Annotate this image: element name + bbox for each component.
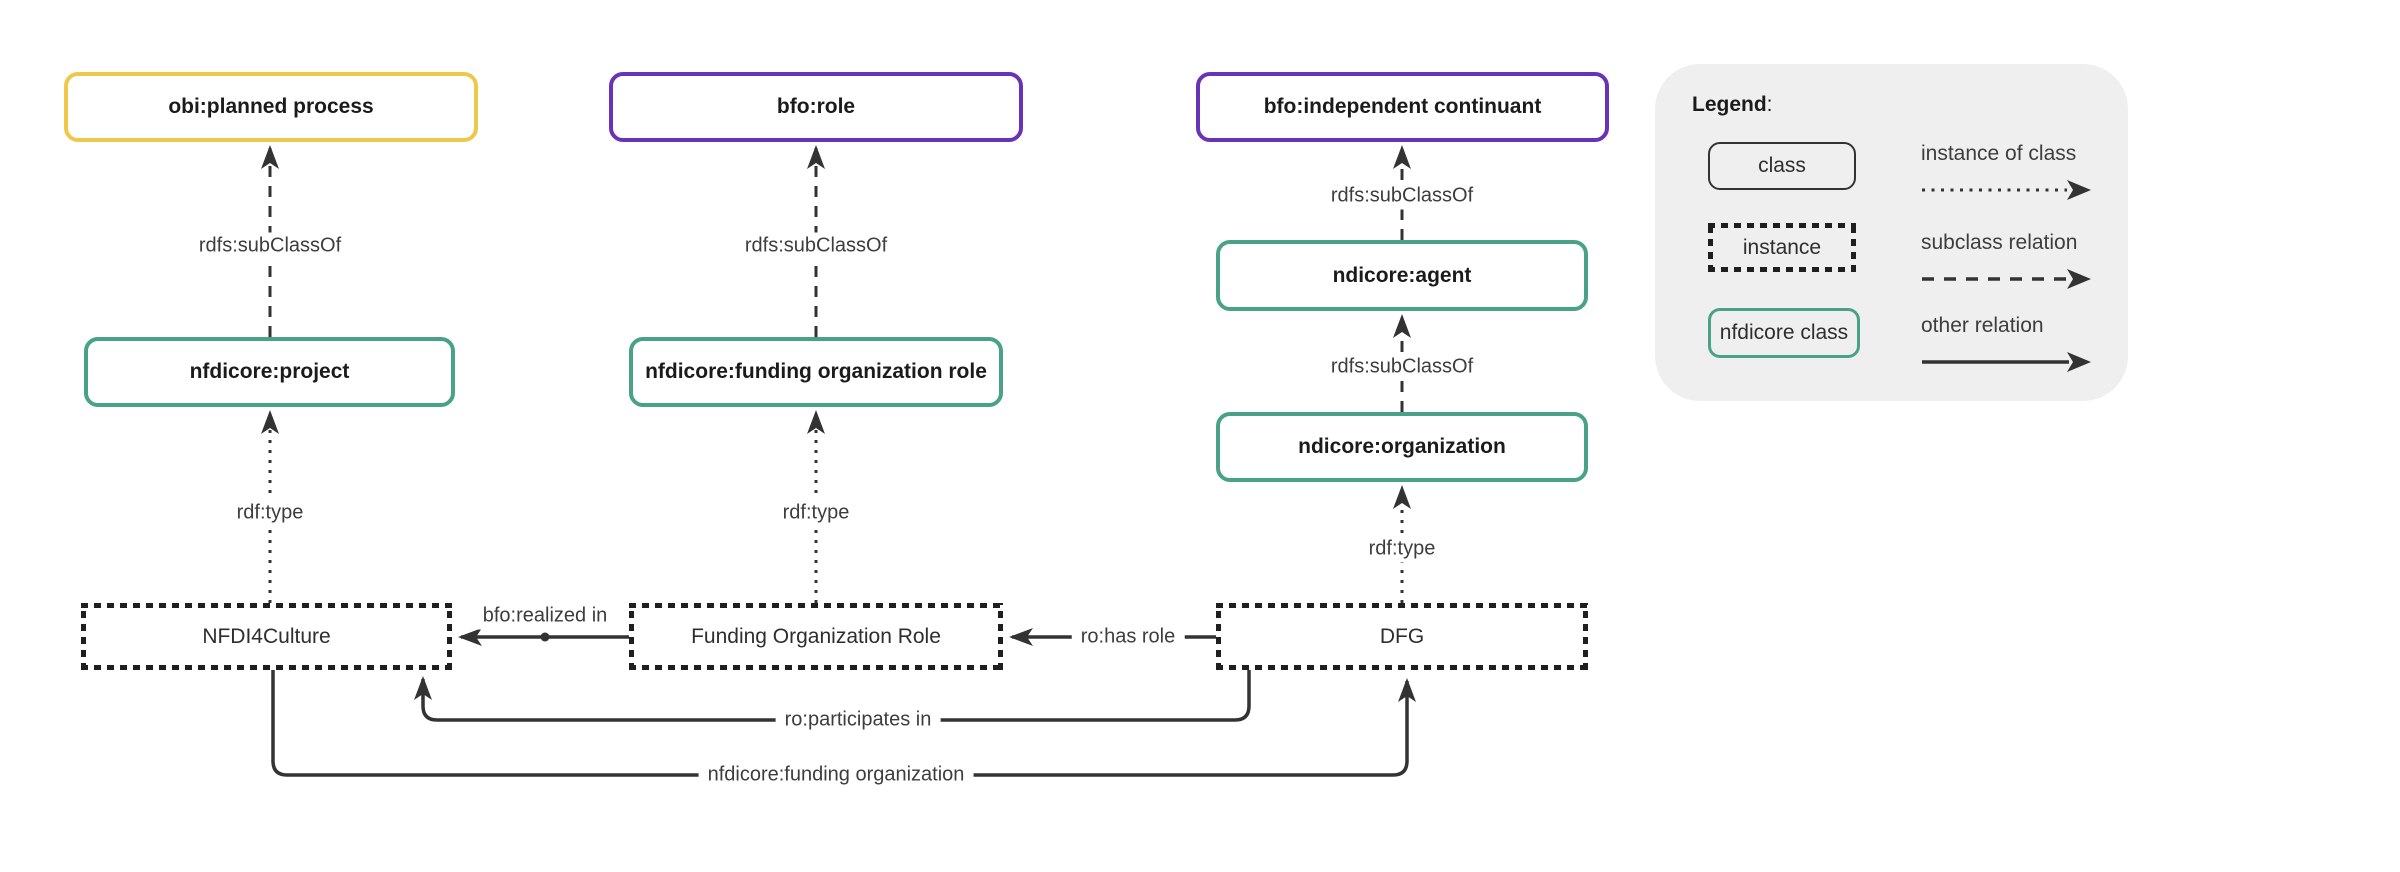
legend-instance-sample: instance	[1708, 223, 1856, 272]
legend-class-sample: class	[1708, 142, 1856, 190]
node-label: bfo:independent continuant	[1263, 95, 1542, 118]
edge-midpoint-dot	[540, 632, 550, 642]
edge-label-ro-has-role: ro:has role	[1071, 623, 1185, 651]
legend-title-colon: :	[1766, 93, 1773, 116]
edge-label-rdftype: rdf:type	[1359, 535, 1445, 563]
node-label: bfo:role	[776, 95, 856, 118]
node-label: ndicore:organization	[1298, 435, 1506, 458]
node-bfo-independent-continuant: bfo:independent continuant	[1196, 72, 1609, 142]
node-funding-organization-role-instance: Funding Organization Role	[629, 603, 1003, 670]
edge-label-ro-participates-in: ro:participates in	[775, 706, 941, 734]
legend-other-relation-label: other relation	[1921, 314, 2044, 337]
node-obi-planned-process: obi:planned process	[64, 72, 478, 142]
legend-title-text: Legend	[1692, 93, 1767, 116]
edge-label-bfo-realized-in: bfo:realized in	[473, 602, 617, 630]
node-label: Funding Organization Role	[691, 624, 941, 648]
solid-arrow-sample	[1922, 352, 2091, 372]
edge-label-subclassof: rdfs:subClassOf	[735, 232, 897, 260]
legend-label: class	[1758, 154, 1806, 177]
legend-label: instance	[1742, 235, 1822, 259]
legend-label: nfdicore class	[1719, 321, 1849, 344]
node-nfdi4culture-instance: NFDI4Culture	[81, 603, 452, 670]
edge-label-rdftype: rdf:type	[227, 499, 313, 527]
node-label: NFDI4Culture	[202, 624, 331, 648]
node-label: nfdicore:funding organization role	[645, 360, 987, 383]
node-ndicore-agent: ndicore:agent	[1216, 240, 1588, 311]
edge-label-subclassof: rdfs:subClassOf	[1321, 182, 1483, 210]
edge-label-nfdicore-funding-organization: nfdicore:funding organization	[698, 761, 974, 789]
edge-label-subclassof: rdfs:subClassOf	[1321, 353, 1483, 381]
node-label: DFG	[1379, 624, 1425, 648]
node-bfo-role: bfo:role	[609, 72, 1023, 142]
node-label: obi:planned process	[168, 95, 374, 118]
legend: Legend: class instance nfdicore class in…	[1655, 64, 2128, 401]
node-dfg-instance: DFG	[1216, 603, 1588, 670]
legend-nfdicore-class-sample: nfdicore class	[1708, 308, 1860, 358]
node-nfdicore-project: nfdicore:project	[84, 337, 455, 407]
edge-label-subclassof: rdfs:subClassOf	[189, 232, 351, 260]
node-label: nfdicore:project	[189, 360, 350, 383]
edge-label-rdftype: rdf:type	[773, 499, 859, 527]
node-nfdicore-funding-organization-role: nfdicore:funding organization role	[629, 337, 1003, 407]
legend-title: Legend:	[1692, 93, 1773, 117]
node-label: ndicore:agent	[1332, 263, 1472, 287]
legend-instance-of-class-label: instance of class	[1921, 142, 2077, 165]
legend-subclass-relation-label: subclass relation	[1921, 231, 2078, 254]
dotted-arrow-sample	[1922, 180, 2091, 200]
dashed-arrow-sample	[1922, 269, 2091, 289]
node-ndicore-organization: ndicore:organization	[1216, 412, 1588, 482]
